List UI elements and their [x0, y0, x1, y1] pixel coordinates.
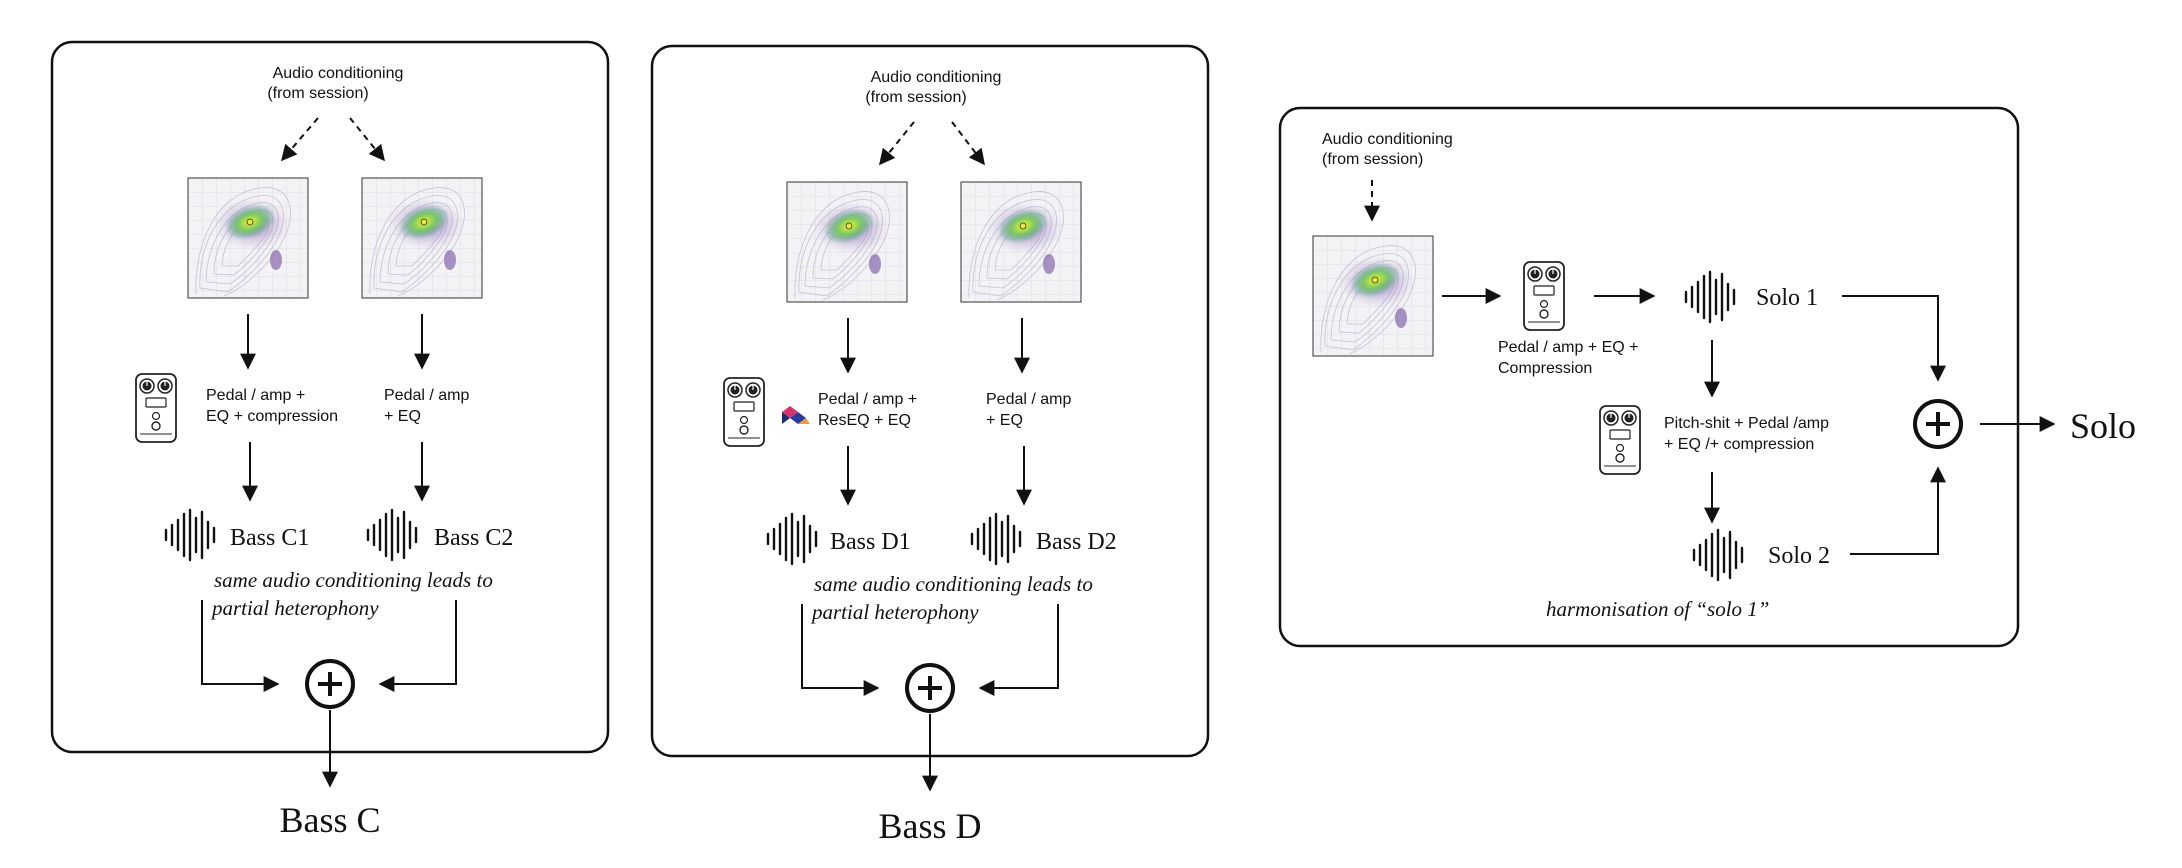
output-label-solo-1: Solo 1: [1756, 285, 1818, 311]
chain-label-1: Pedal / amp + EQ +: [1498, 339, 1639, 356]
arrow-to-sum: [378, 600, 457, 692]
annotation-line: harmonisation of “solo 1”: [1546, 597, 1769, 621]
density-plot-image: [960, 181, 1082, 303]
density-plot-image: [1312, 235, 1434, 357]
arrow-to-sum: [201, 600, 280, 692]
waveform-icon: [164, 508, 216, 562]
output-label-solo-2: Solo 2: [1768, 543, 1830, 569]
conditioning-label: Audio conditioning: [273, 65, 404, 82]
final-output-label: Solo: [2070, 406, 2136, 446]
guitar-pedal-icon: [723, 377, 765, 447]
chain-label-right: Pedal / amp: [986, 391, 1071, 408]
annotation-line-2: partial heterophony: [210, 596, 379, 620]
chain-label-right: Pedal / amp: [384, 387, 469, 404]
arrow-to-sum: [801, 604, 880, 696]
output-label-right: Bass D2: [1036, 529, 1117, 555]
arrow-to-sum: [1842, 295, 1946, 382]
waveform-icon: [1692, 528, 1744, 582]
guitar-pedal-icon: [1523, 261, 1565, 331]
output-label-right: Bass C2: [434, 525, 513, 551]
conditioning-sublabel: (from session): [1322, 151, 1423, 168]
conditioning-label: Audio conditioning: [1322, 131, 1453, 148]
chain-label-left: Pedal / amp +: [818, 391, 917, 408]
waveform-icon: [1684, 270, 1736, 324]
chain-label-1-b: Compression: [1498, 360, 1592, 377]
arrow-to-sum: [1850, 466, 1946, 555]
annotation-line-2: partial heterophony: [810, 600, 979, 624]
annotation-line-1: same audio conditioning leads to: [214, 568, 493, 592]
final-output-label: Bass C: [279, 800, 380, 840]
panel-solo: Audio conditioning (from session) Pedal …: [1278, 106, 2136, 648]
guitar-pedal-icon: [1599, 405, 1641, 475]
chain-label-right-2: + EQ: [986, 412, 1023, 429]
waveform-icon: [366, 508, 418, 562]
chain-label-left-2: EQ + compression: [206, 408, 338, 425]
reseq-logo: [782, 406, 810, 424]
conditioning-sublabel: (from session): [267, 85, 368, 102]
final-output-label: Bass D: [878, 806, 981, 846]
chain-label-2: Pitch-shit + Pedal /amp: [1664, 415, 1829, 432]
density-plot-image: [786, 181, 908, 303]
dashed-arrow-right: [349, 117, 386, 162]
dashed-arrow-left: [878, 121, 915, 166]
conditioning-label: Audio conditioning: [871, 69, 1002, 86]
panel-frame: [1278, 106, 2020, 648]
plus-circle-icon: [905, 663, 955, 713]
annotation-line-1: same audio conditioning leads to: [814, 572, 1093, 596]
panel-bass-d: Audio conditioning (from session) Pedal …: [650, 44, 1210, 846]
dashed-arrow-left: [280, 117, 319, 162]
plus-circle-icon: [305, 659, 355, 709]
output-label-left: Bass C1: [230, 525, 309, 551]
output-label-left: Bass D1: [830, 529, 911, 555]
panel-bass-c: Audio conditioning (from session) Pedal …: [50, 40, 610, 840]
density-plot-image: [187, 177, 309, 299]
waveform-icon: [766, 512, 818, 566]
chain-label-2-b: + EQ /+ compression: [1664, 436, 1814, 453]
guitar-pedal-icon: [135, 373, 177, 443]
density-plot-image: [361, 177, 483, 299]
chain-label-left: Pedal / amp +: [206, 387, 305, 404]
plus-circle-icon: [1913, 399, 1963, 449]
arrow-to-sum: [978, 604, 1059, 696]
chain-label-right-2: + EQ: [384, 408, 421, 425]
chain-label-left-2: ResEQ + EQ: [818, 412, 911, 429]
conditioning-sublabel: (from session): [865, 89, 966, 106]
dashed-arrow-right: [951, 121, 985, 166]
waveform-icon: [970, 512, 1022, 566]
